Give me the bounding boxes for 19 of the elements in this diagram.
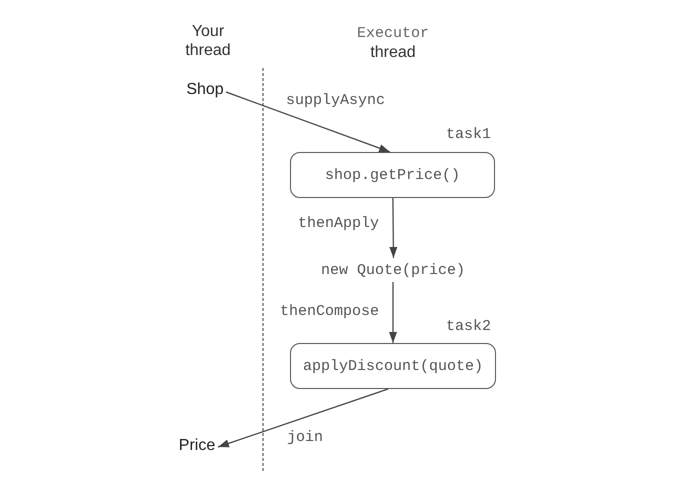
arrow — [226, 91, 390, 153]
column-heading: Executor thread — [356, 24, 430, 62]
label-text: Shop — [186, 81, 224, 99]
edge-label: thenCompose — [280, 303, 380, 321]
arrow — [389, 198, 398, 258]
process-box — [290, 152, 495, 198]
code-text: applyDiscount(quote) — [302, 358, 484, 374]
label-text: Price — [178, 437, 216, 455]
arrow — [389, 282, 397, 343]
arrow — [218, 388, 388, 448]
task-label: task1 — [446, 126, 492, 144]
process-box — [290, 343, 496, 389]
task-label: task2 — [446, 318, 492, 336]
code-text: new Quote(price) — [320, 262, 466, 278]
column-heading: Your thread — [184, 22, 232, 60]
code-text: shop.getPrice() — [324, 166, 460, 184]
edge-label: thenApply — [298, 215, 380, 233]
edge-label: join — [287, 429, 324, 447]
edge-label: supplyAsync — [286, 92, 386, 110]
